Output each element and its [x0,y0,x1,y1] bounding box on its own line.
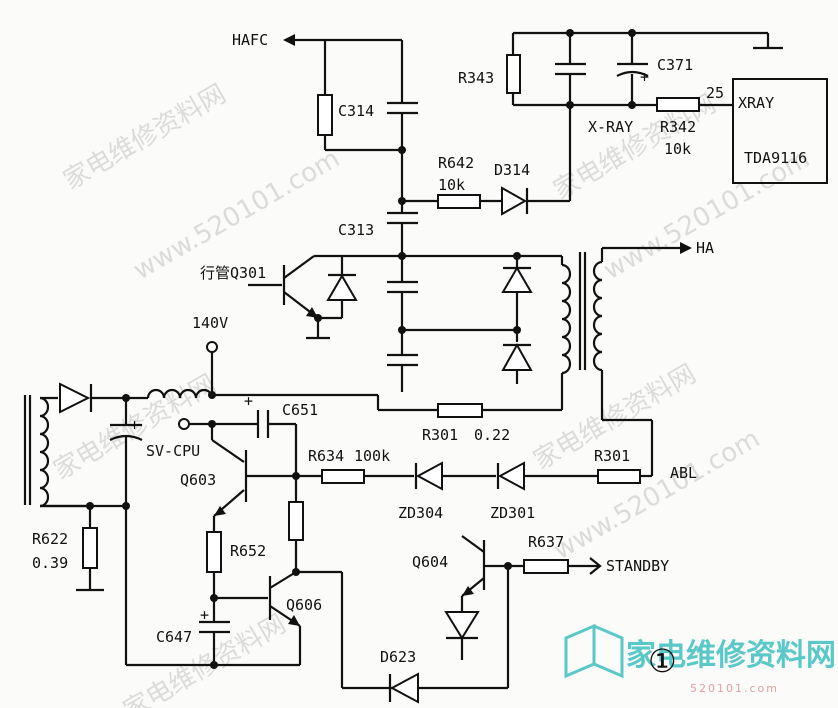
label-r652: R652 [230,542,266,560]
label-r342: R342 [660,118,696,136]
r637-resistor [523,559,569,574]
label-140v: 140V [192,314,228,332]
inductor [146,388,214,399]
damper-diode [326,274,358,301]
label-r634: R634 [308,447,344,465]
label-zd304: ZD304 [398,504,443,522]
abl-network [296,418,654,491]
protection-circuit [178,410,510,704]
c314-resistor [317,94,333,136]
label-c647: C647 [156,628,192,646]
sv-cpu-terminal [178,418,190,430]
label-r342-value: 10k [664,140,691,158]
label-d314: D314 [494,161,530,179]
tda9116-ic [732,78,828,184]
zd304-zener [415,461,443,491]
label-r301-sense-value: 0.22 [474,426,510,444]
label-r642-value: 10k [438,176,465,194]
r343-resistor [506,54,521,94]
r642-d314-branch [402,105,572,216]
r301-sense-resistor [437,403,483,418]
q604-diode [444,611,480,640]
site-logo: 家电维修资料网 ① 520101.com [564,623,836,695]
label-r622: R622 [32,530,68,548]
label-c371: C371 [657,56,693,74]
zd301-zener [497,461,525,491]
label-c651: C651 [282,401,318,419]
q606-base-resistor [288,501,304,541]
label-hafc: HAFC [232,31,268,49]
label-sv-cpu-plus: + [130,416,139,434]
sv-supply [23,382,300,667]
label-d623: D623 [380,648,416,666]
r642-resistor [437,194,481,209]
r301-abl-resistor [597,469,641,484]
d314-diode [501,186,528,216]
label-x-ray: X-RAY [588,118,633,136]
label-c314: C314 [338,102,374,120]
label-c371-plus: + [640,68,649,86]
standby-arrow-icon [589,557,602,575]
label-xray-pin: XRAY [738,94,774,112]
retrace-diode-a [501,266,533,293]
logo-url: 520101.com [690,682,779,695]
label-r301-abl: R301 [594,447,630,465]
label-sv-cpu: SV-CPU [146,442,200,460]
d623-diode [389,672,419,704]
supply-140v [206,341,562,418]
logo-brand: 家电维修资料网 [626,638,836,673]
retrace-diode-b [501,342,533,371]
xray-network [506,29,828,184]
rectifier-diode [59,382,91,414]
flyback-transformer [560,242,692,420]
label-r637: R637 [528,533,564,551]
r622-resistor [82,527,98,569]
label-r301-sense: R301 [422,426,458,444]
label-c651-plus: + [244,392,253,410]
book-icon [564,623,596,679]
ha-arrow-icon [680,242,692,254]
r652-resistor [206,531,222,573]
label-q603: Q603 [180,471,216,489]
retrace-network [387,252,564,392]
label-zd301: ZD301 [490,504,535,522]
label-ha: HA [696,239,714,257]
label-r343: R343 [458,69,494,87]
140v-terminal [206,341,218,353]
label-tda9116: TDA9116 [744,149,807,167]
label-r622-value: 0.39 [32,554,68,572]
label-q606: Q606 [286,596,322,614]
watermark-brand: 家电维修资料网 [59,79,232,196]
label-q301: 行管Q301 [200,264,266,282]
hafc-arrow-icon [283,34,295,46]
label-c313: C313 [338,221,374,239]
q301-transistor [248,254,402,340]
label-q604: Q604 [412,553,448,571]
label-r642: R642 [438,154,474,172]
label-standby: STANDBY [606,557,669,575]
r342-resistor [656,97,700,112]
label-abl: ABL [670,464,697,482]
r634-resistor [321,469,365,484]
label-pin-25: 25 [706,84,724,102]
component-labels: HAFC C314 R343 C371 + X-RAY R342 10k 25 … [32,31,807,666]
standby-circuit [444,535,602,660]
label-c647-plus: + [200,606,209,624]
label-r634-value: 100k [354,447,390,465]
figure-number: ① [648,642,677,680]
